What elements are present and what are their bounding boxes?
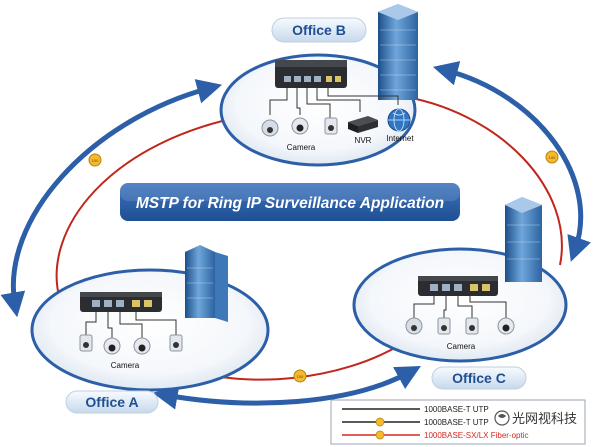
office-b-camera-2-icon [291, 117, 309, 135]
arrow-b-c [432, 61, 591, 262]
office-b-camera-3-icon [324, 117, 338, 135]
badge-3: 100 [293, 369, 307, 383]
office-a-label-pill [65, 390, 159, 414]
legend-item-fiber: 1000BASE-SX/LX Fiber-optic [342, 430, 529, 440]
legend-item-utp-1: 1000BASE-T UTP [342, 405, 489, 414]
office-b-label: Office B [292, 22, 346, 38]
office-c-camera-2-icon [437, 317, 451, 335]
legend-label-2: 1000BASE-T UTP [424, 418, 489, 427]
office-c-camera-4-icon [497, 317, 515, 335]
office-a-camera-2-icon [103, 337, 121, 355]
office-a-cables [85, 312, 177, 338]
office-a-label: Office A [85, 394, 138, 410]
office-a-camera-4-icon [169, 334, 183, 352]
office-b-nvr-icon [348, 116, 378, 133]
title-banner: MSTP for Ring IP Surveillance Applicatio… [120, 183, 460, 221]
svg-text:100: 100 [549, 155, 556, 160]
legend: 1000BASE-T UTP 1000BASE-T UTP 1000BASE-S… [330, 399, 586, 445]
office-c-label-pill [431, 366, 527, 390]
office-b-cluster: Camera NVR Internet Office B [219, 4, 418, 167]
office-b-ellipse [219, 53, 417, 167]
office-b-camera-label: Camera [287, 143, 316, 152]
office-c-label: Office C [452, 370, 506, 386]
legend-item-utp-2: 1000BASE-T UTP [342, 417, 489, 427]
office-c-camera-1-icon [405, 317, 423, 335]
office-c-camera-3-icon [465, 317, 479, 335]
office-a-cluster: Camera Office A [30, 245, 270, 414]
arrow-c-a [152, 365, 421, 410]
watermark-text: 光网视科技 [512, 411, 577, 426]
office-a-building-icon [185, 245, 228, 322]
badge-1: 100 [88, 153, 102, 167]
internet-globe-icon [387, 108, 411, 132]
diagram-title: MSTP for Ring IP Surveillance Applicatio… [136, 195, 444, 212]
office-c-cluster: Camera Office C [352, 197, 568, 390]
badge-2: 100 [545, 150, 559, 164]
office-a-camera-3-icon [133, 337, 151, 355]
office-c-cables [413, 296, 507, 318]
arrow-a-b [0, 79, 223, 318]
office-a-switch-icon [80, 292, 162, 312]
office-a-camera-label: Camera [111, 361, 140, 370]
office-b-internet-label: Internet [386, 134, 414, 143]
legend-label-3: 1000BASE-SX/LX Fiber-optic [424, 431, 529, 440]
legend-label-1: 1000BASE-T UTP [424, 405, 489, 414]
ring-links [0, 61, 591, 410]
office-b-label-pill [271, 17, 367, 43]
office-c-switch-icon [418, 276, 498, 296]
office-b-cables [269, 88, 399, 118]
svg-text:100: 100 [92, 158, 99, 163]
office-b-nvr-label: NVR [355, 136, 372, 145]
office-a-ellipse [30, 268, 270, 392]
watermark: 光网视科技 [494, 410, 577, 426]
office-c-camera-label: Camera [447, 342, 476, 351]
office-b-building-icon [378, 4, 418, 100]
svg-text:100: 100 [297, 374, 304, 379]
office-b-switch-icon [275, 60, 347, 88]
link-badges: 100 100 100 [88, 150, 559, 383]
office-b-camera-1-icon [261, 119, 279, 137]
office-c-building-icon [505, 197, 542, 282]
office-a-camera-1-icon [79, 334, 93, 352]
